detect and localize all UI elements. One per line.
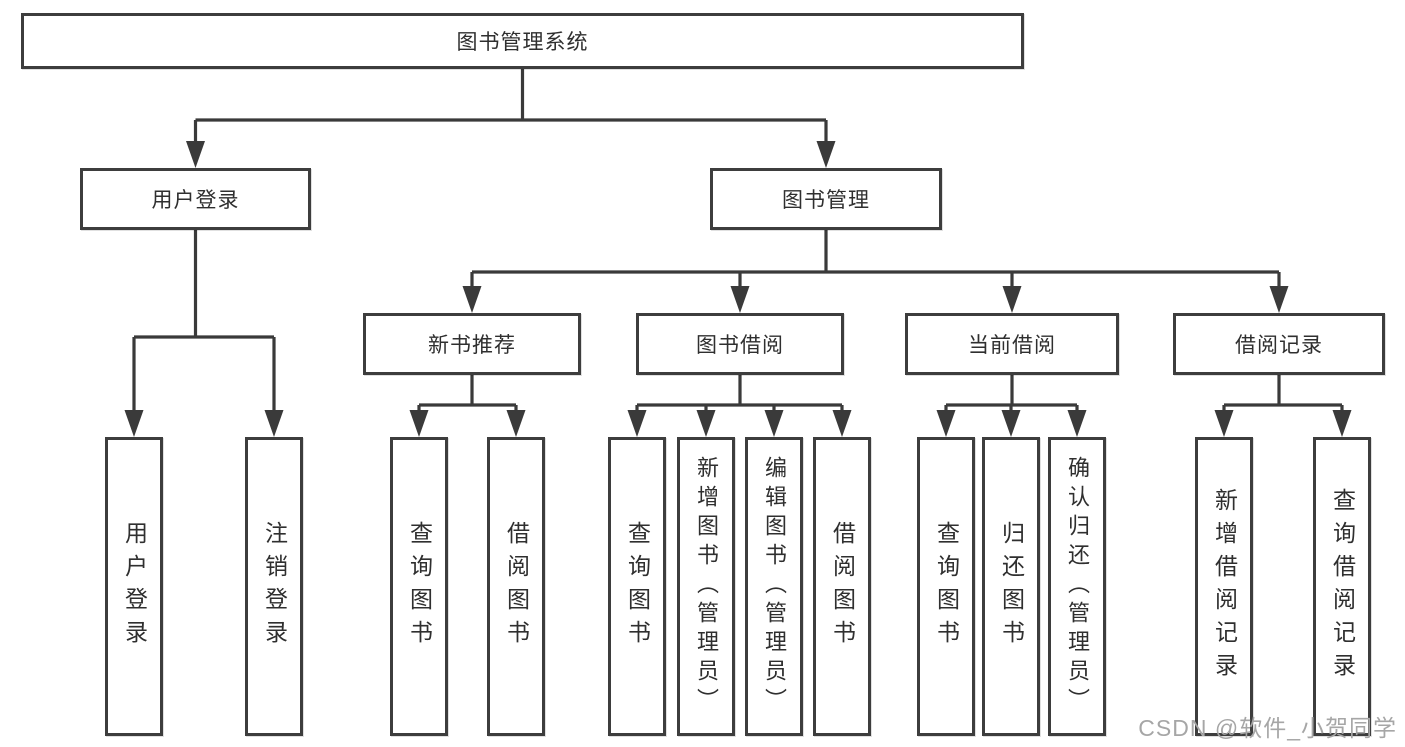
arrowhead-down-icon	[816, 141, 836, 168]
leaf-borrow-books-recommend-label: 借阅图书	[503, 520, 530, 653]
leaf-query-borrow-record-label: 查询借阅记录	[1329, 487, 1356, 686]
arrowhead-down-icon	[186, 141, 205, 168]
leaf-query-books-current: 查询图书	[917, 437, 975, 736]
arrowhead-down-icon	[124, 410, 144, 437]
csdn-watermark: CSDN @软件_小贺同学	[1138, 715, 1397, 741]
node-book-borrowing: 图书借阅	[636, 313, 844, 375]
node-borrowing-records: 借阅记录	[1173, 313, 1385, 375]
leaf-query-books-borrowing: 查询图书	[608, 437, 666, 736]
leaf-confirm-return-admin-label: 确认归还（管理员）	[1065, 456, 1090, 717]
leaf-query-books-recommend-label: 查询图书	[406, 520, 433, 653]
arrowhead-down-icon	[1332, 410, 1352, 437]
leaf-borrow-books-borrowing-label: 借阅图书	[829, 520, 856, 653]
leaf-borrow-books-recommend: 借阅图书	[487, 437, 545, 736]
leaf-add-book-admin-label: 新增图书（管理员）	[694, 456, 719, 717]
node-borrowing-records-label: 借阅记录	[1235, 334, 1323, 357]
leaf-edit-book-admin: 编辑图书（管理员）	[745, 437, 803, 736]
leaf-add-book-admin: 新增图书（管理员）	[677, 437, 735, 736]
arrowhead-down-icon	[832, 410, 852, 437]
node-book-borrowing-label: 图书借阅	[696, 334, 784, 357]
leaf-user-login-label: 用户登录	[121, 520, 148, 653]
arrowhead-down-icon	[506, 410, 526, 437]
node-new-book-recommendation-label: 新书推荐	[428, 334, 516, 357]
node-current-borrowing: 当前借阅	[905, 313, 1119, 375]
node-user-login: 用户登录	[80, 168, 311, 230]
leaf-return-books: 归还图书	[982, 437, 1040, 736]
arrowhead-down-icon	[409, 410, 429, 437]
arrowhead-down-icon	[462, 286, 482, 313]
arrowhead-down-icon	[1067, 410, 1087, 437]
arrowhead-down-icon	[1002, 286, 1022, 313]
arrowhead-down-icon	[264, 410, 284, 437]
node-library-system-label: 图书管理系统	[456, 31, 589, 54]
leaf-confirm-return-admin: 确认归还（管理员）	[1048, 437, 1106, 736]
leaf-query-borrow-record: 查询借阅记录	[1313, 437, 1371, 736]
arrowhead-down-icon	[730, 286, 750, 313]
node-current-borrowing-label: 当前借阅	[968, 334, 1056, 357]
node-library-system: 图书管理系统	[21, 13, 1024, 69]
leaf-add-borrow-record-label: 新增借阅记录	[1211, 487, 1238, 686]
arrowhead-down-icon	[627, 410, 647, 437]
arrowhead-down-icon	[1001, 410, 1021, 437]
node-user-login-label: 用户登录	[151, 189, 240, 212]
leaf-borrow-books-borrowing: 借阅图书	[813, 437, 871, 736]
leaf-query-books-borrowing-label: 查询图书	[624, 520, 651, 653]
node-book-management: 图书管理	[710, 168, 942, 230]
leaf-edit-book-admin-label: 编辑图书（管理员）	[762, 456, 787, 717]
leaf-user-login: 用户登录	[105, 437, 163, 736]
leaf-query-books-recommend: 查询图书	[390, 437, 448, 736]
leaf-logout: 注销登录	[245, 437, 303, 736]
arrowhead-down-icon	[936, 410, 956, 437]
leaf-logout-label: 注销登录	[261, 520, 288, 653]
leaf-add-borrow-record: 新增借阅记录	[1195, 437, 1253, 736]
node-book-management-label: 图书管理	[782, 189, 870, 212]
leaf-query-books-current-label: 查询图书	[933, 520, 960, 653]
arrowhead-down-icon	[764, 410, 784, 437]
arrowhead-down-icon	[696, 410, 716, 437]
arrowhead-down-icon	[1214, 410, 1234, 437]
arrowhead-down-icon	[1269, 286, 1289, 313]
node-new-book-recommendation: 新书推荐	[363, 313, 581, 375]
leaf-return-books-label: 归还图书	[998, 520, 1025, 653]
